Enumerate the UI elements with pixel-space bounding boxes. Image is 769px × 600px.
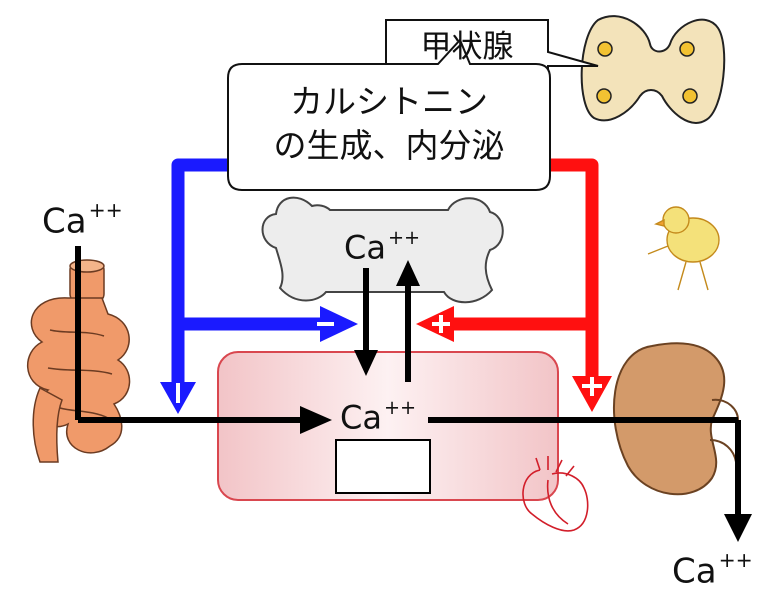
heart-icon (522, 456, 589, 532)
ion-intake-label: Ca++ (42, 200, 123, 238)
flow-arrowhead-excrete (724, 514, 752, 542)
bone-icon (261, 196, 504, 304)
calcium-flow (75, 246, 741, 520)
ion-bone-charge: ++ (387, 226, 421, 249)
flow-arrowhead-release (396, 260, 420, 286)
promote-pathway (440, 158, 599, 382)
promote-mark-bone (432, 315, 450, 333)
inhibit-pathway (171, 158, 338, 398)
ion-blood-base: Ca (340, 398, 382, 437)
process-callout (227, 38, 551, 191)
ion-blood-label: Ca++ (340, 398, 416, 433)
ion-bone-label: Ca++ (344, 228, 420, 263)
inhibit-arrowhead-bone (320, 306, 358, 342)
flow-arrowhead-blood (300, 406, 332, 434)
ion-excreted-label: Ca++ (672, 550, 753, 588)
ion-intake-base: Ca (42, 201, 87, 242)
blood-box (217, 351, 559, 501)
ion-intake-charge: ++ (88, 198, 123, 222)
chick-icon (647, 206, 720, 291)
ion-excreted-charge: ++ (718, 548, 753, 572)
ion-excreted-base: Ca (672, 551, 717, 592)
thyroid-icon (580, 15, 726, 124)
ion-bone-base: Ca (344, 228, 386, 267)
process-label: カルシトニン の生成、内分泌 (232, 80, 546, 168)
flow-arrowhead-deposit (354, 350, 378, 376)
empty-label-box (335, 439, 431, 494)
promote-mark-down (582, 377, 602, 396)
thyroid-label: 甲状腺 (420, 29, 514, 65)
ion-blood-charge: ++ (383, 396, 417, 419)
process-label-line1: カルシトニン (290, 82, 488, 121)
process-label-line2: の生成、内分泌 (273, 126, 505, 165)
